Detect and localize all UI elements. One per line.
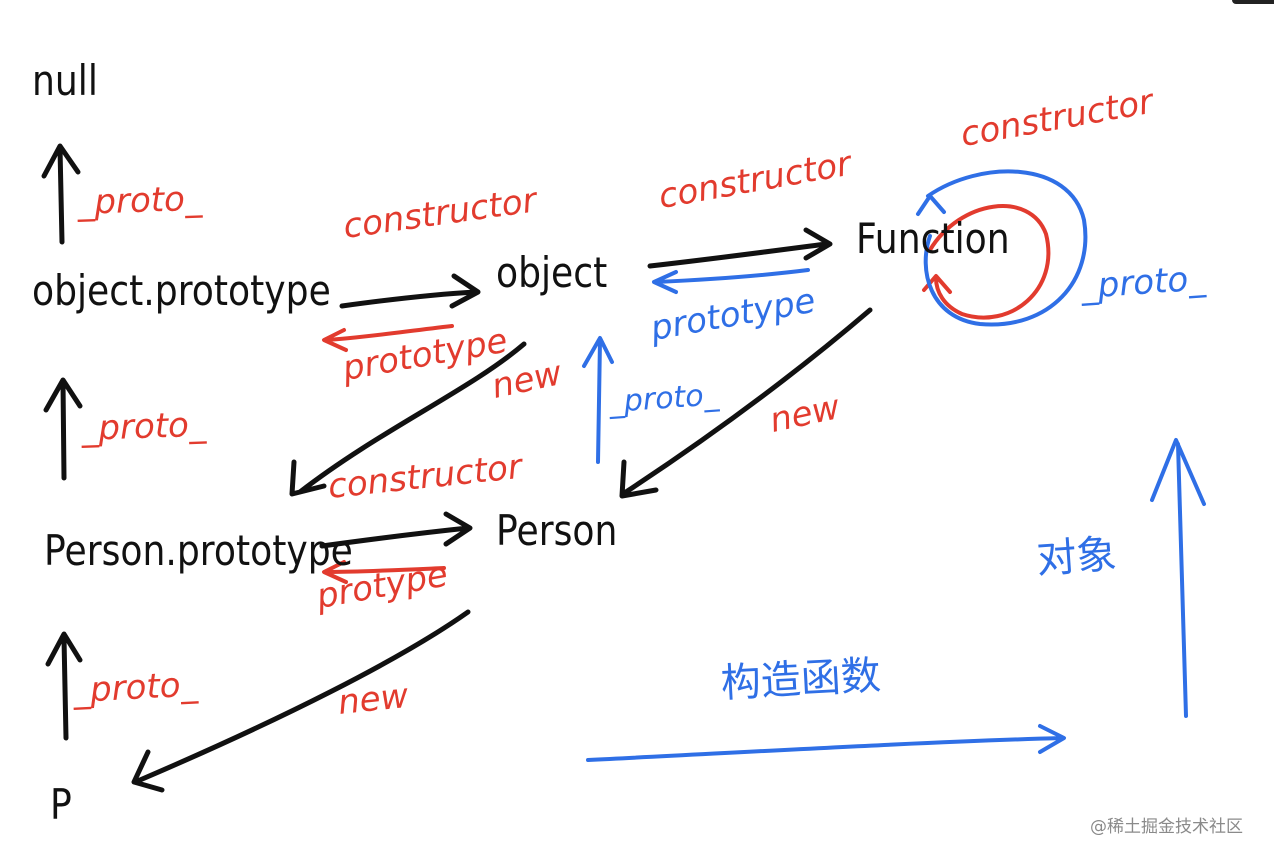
arrow-pp-to-op — [43, 377, 83, 481]
node-null: null — [32, 56, 98, 105]
arrow-object-to-function — [647, 227, 833, 269]
node-p: P — [50, 780, 72, 829]
arrow-object-new — [289, 341, 527, 497]
label-new-3: new — [336, 675, 411, 723]
arrow-constructor-axis — [586, 724, 1066, 762]
arrow-op-prototype — [322, 324, 454, 352]
node-function: Function — [856, 214, 1010, 263]
window-corner-edge — [1232, 0, 1274, 4]
arrow-pp-protype — [322, 560, 446, 584]
node-person-prototype: Person.prototype — [44, 526, 353, 575]
label-object-axis: 对象 — [1035, 531, 1119, 583]
arrow-object-axis — [1150, 438, 1206, 718]
label-proto-1: _proto_ — [76, 178, 203, 223]
circle-function-proto — [916, 169, 1088, 327]
arrow-function-prototype — [652, 268, 810, 294]
arrow-function-new — [619, 307, 873, 499]
label-proto-2: _proto_ — [80, 404, 207, 449]
arrow-person-proto-object — [582, 336, 614, 464]
label-proto-3: _proto_ — [72, 664, 199, 711]
label-proto-object: _proto_ — [607, 377, 720, 420]
node-object-prototype: object.prototype — [32, 266, 331, 315]
arrow-op-to-null — [41, 143, 81, 245]
arrow-op-constructor — [339, 273, 481, 309]
arrow-p-to-pp — [45, 631, 83, 741]
label-proto-function: _proto_ — [1079, 258, 1207, 307]
node-person: Person — [496, 506, 618, 555]
arrow-person-new — [131, 609, 471, 793]
label-constructor-axis: 构造函数 — [719, 652, 882, 707]
watermark: @稀土掘金技术社区 — [1090, 817, 1243, 837]
arrow-pp-constructor — [319, 511, 473, 549]
node-object: object — [496, 248, 608, 297]
